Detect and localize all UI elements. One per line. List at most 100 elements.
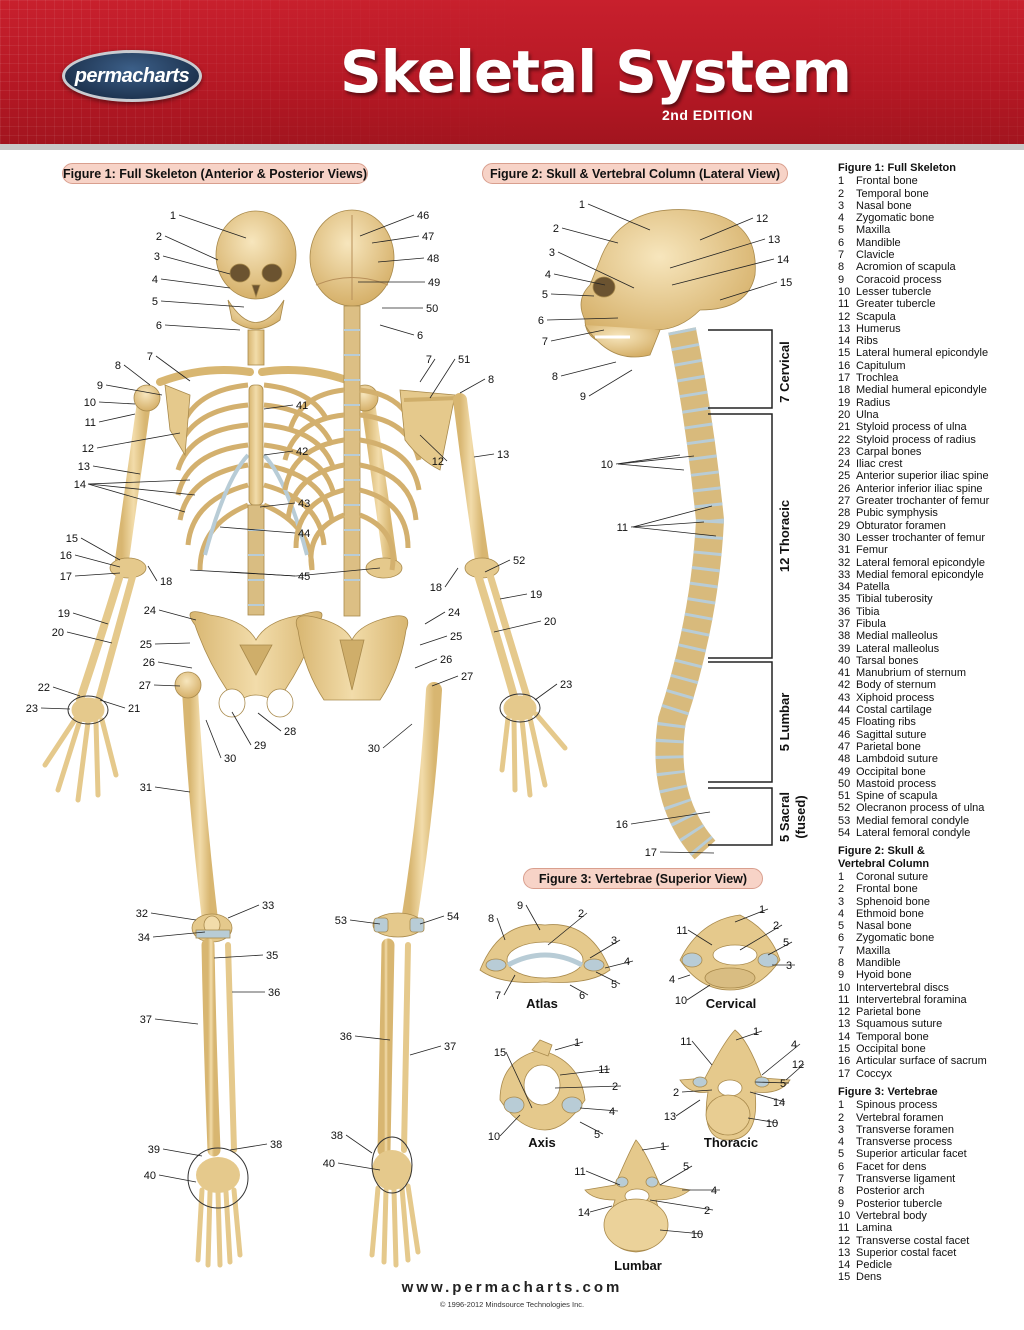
anterior-callout-10: 10 (84, 397, 96, 409)
legend-fig1-item-number: 3 (838, 199, 845, 212)
legend-fig1-item-number: 45 (838, 716, 851, 729)
legend-fig2-item-label: Intervertebral foramina (856, 993, 967, 1006)
legend-fig1-item-label: Ulna (856, 408, 879, 421)
anterior-callout-6: 6 (156, 320, 162, 332)
posterior-foot (369, 1150, 421, 1268)
leader-line (345, 1134, 373, 1154)
posterior-callout-18: 18 (430, 582, 442, 594)
legend-fig1-item-number: 4 (838, 212, 845, 225)
legend-fig1-item-label: Xiphoid process (856, 691, 935, 704)
legend-fig3-item-number: 3 (838, 1123, 845, 1136)
vertebra-callout-15: 15 (494, 1047, 506, 1059)
atlas-label: Atlas (526, 996, 558, 1011)
legend-fig1-item-label: Lateral femoral epicondyle (856, 556, 986, 569)
anterior-callout-31: 31 (140, 782, 152, 794)
legend-fig1-item-label: Temporal bone (856, 187, 929, 200)
posterior-ribcage (282, 387, 422, 571)
leader-line (371, 235, 420, 244)
figure3-title: Figure 3: Vertebrae (Superior View) (523, 868, 763, 889)
legend-fig1-item-label: Frontal bone (856, 175, 918, 188)
posterior-callout-19: 19 (530, 589, 542, 601)
legend-fig1-item-label: Femur (856, 544, 888, 557)
legend-fig1-item-label: Occipital bone (856, 765, 926, 778)
legend-fig2-item-number: 17 (838, 1067, 851, 1080)
anterior-callout-33: 33 (262, 900, 274, 912)
legend-fig2-item-label: Occipital bone (856, 1043, 926, 1056)
legend-fig1-item-number: 10 (838, 285, 851, 298)
leader-line (691, 1040, 713, 1066)
legend-fig2-item-label: Maxilla (856, 944, 891, 957)
legend-fig1-item-label: Coracoid process (856, 273, 942, 286)
legend-fig1-item-label: Lesser trochanter of femur (856, 531, 986, 544)
leader-line (337, 1162, 381, 1171)
cervical-label: Cervical (706, 996, 757, 1011)
posterior-callout-49: 49 (428, 277, 440, 289)
leader-line (263, 404, 294, 410)
vertebra-callout-4: 4 (791, 1039, 797, 1051)
axis-label: Axis (528, 1135, 555, 1150)
leader-line (719, 281, 778, 301)
leader-line (359, 214, 415, 237)
skeleton-diagram: 7 Cervical 12 Thoracic 5 Lumbar 5 Sacral… (26, 199, 808, 1273)
vertebra-callout-10: 10 (766, 1118, 778, 1130)
posterior-hand (499, 695, 568, 798)
lateral-callout-4: 4 (545, 269, 551, 281)
leader-line (649, 1199, 714, 1211)
leader-line (687, 929, 713, 946)
leader-line (105, 384, 163, 396)
leader-line (630, 811, 711, 825)
axis-vertebra (499, 1039, 586, 1131)
legend-fig1-item-label: Tarsal bones (856, 654, 919, 667)
legend-fig2-item-number: 7 (838, 944, 845, 957)
legend-fig1-item-label: Iliac crest (856, 458, 903, 471)
legend-fig1-item-label: Sagittal suture (856, 728, 927, 741)
leader-line (150, 912, 197, 921)
leader-line (589, 1205, 613, 1213)
leader-line (379, 324, 415, 336)
leader-line (72, 612, 109, 625)
thoracic-label: Thoracic (704, 1135, 758, 1150)
legend-fig1-item-number: 41 (838, 667, 851, 680)
leader-line (354, 1035, 391, 1041)
leader-line (559, 1068, 611, 1076)
legend-fig1-item-label: Spine of scapula (856, 790, 938, 803)
legend-fig2-item-label: Sphenoid bone (856, 895, 931, 908)
vertebra-callout-1: 1 (660, 1141, 666, 1153)
vertebra-callout-1: 1 (759, 904, 765, 916)
legend-fig1-item-number: 43 (838, 691, 851, 704)
leader-line (178, 214, 247, 239)
leader-line (699, 217, 754, 241)
anterior-callout-5: 5 (152, 296, 158, 308)
legend-fig1-item-label: Manubrium of sternum (856, 667, 967, 680)
legend-fig1-item-number: 34 (838, 581, 851, 594)
vertebra-callout-2: 2 (673, 1087, 679, 1099)
anterior-callout-29: 29 (254, 740, 266, 752)
leader-line (229, 1143, 268, 1151)
leader-line (553, 273, 606, 286)
lateral-callout-5: 5 (542, 289, 548, 301)
leader-line (444, 567, 459, 588)
leader-line (579, 1121, 604, 1135)
leader-line (604, 960, 634, 969)
posterior-callout-6: 6 (417, 330, 423, 342)
vertebra-callout-5: 5 (611, 979, 617, 991)
vertebra-callout-9: 9 (517, 900, 523, 912)
anterior-callout-23: 23 (26, 703, 38, 715)
leader-line (429, 358, 456, 399)
footer-url[interactable]: www.permacharts.com (401, 1279, 623, 1296)
legend-fig3-item-label: Spinous process (856, 1099, 938, 1112)
lateral-callout-15: 15 (780, 277, 792, 289)
legend-fig1-item-label: Medial femoral condyle (856, 814, 970, 827)
